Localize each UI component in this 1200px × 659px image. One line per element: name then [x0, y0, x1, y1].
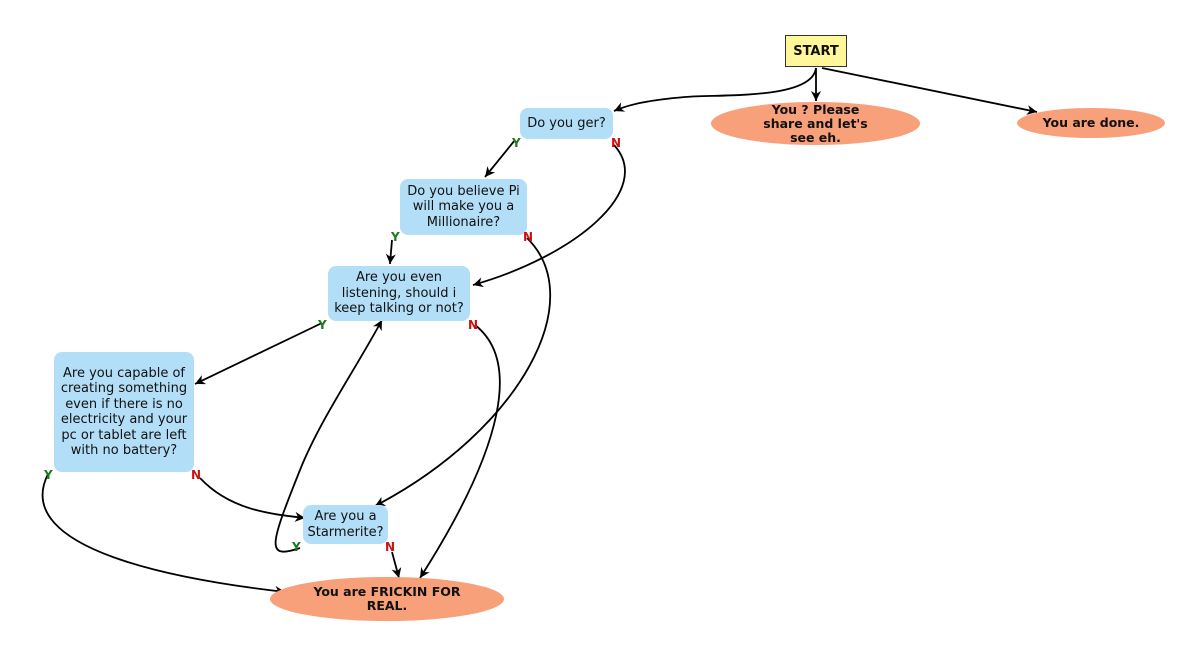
result-real-label: You are FRICKIN FOR REAL. [313, 584, 461, 613]
result-done: You are done. [1017, 108, 1165, 138]
edge-ger-yes-to-pi [484, 139, 516, 178]
edge-start-to-ger [613, 67, 817, 112]
question-listening-label: Are you even listening, should i keep ta… [334, 270, 464, 317]
label-starmerite-yes: Y [292, 540, 301, 554]
edge-starmerite-yes-to-listening [274, 319, 383, 553]
label-ger-yes: Y [512, 136, 521, 150]
question-starmerite-label: Are you a Starmerite? [307, 509, 384, 540]
edge-ger-no-to-listening [472, 144, 626, 288]
edge-start-to-done [821, 67, 1038, 115]
question-pi-label: Do you believe Pi will make you a Millio… [407, 183, 520, 230]
question-listening: Are you even listening, should i keep ta… [328, 266, 470, 321]
label-capable-no: N [191, 468, 202, 482]
label-listening-yes: Y [318, 318, 327, 332]
question-pi: Do you believe Pi will make you a Millio… [400, 179, 527, 235]
edge-capable-yes-to-real [41, 473, 286, 596]
question-capable: Are you capable of creating something ev… [54, 352, 194, 472]
result-done-label: You are done. [1042, 115, 1140, 130]
question-capable-label: Are you capable of creating something ev… [60, 365, 188, 459]
edge-capable-no-to-starmerite [199, 477, 306, 522]
question-ger: Do you ger? [520, 108, 613, 139]
start-label: START [793, 43, 839, 59]
label-starmerite-no: N [385, 540, 396, 554]
label-pi-yes: Y [391, 230, 400, 244]
result-real: You are FRICKIN FOR REAL. [270, 577, 504, 621]
question-starmerite: Are you a Starmerite? [303, 505, 388, 544]
label-ger-no: N [611, 136, 622, 150]
label-listening-no: N [468, 318, 479, 332]
start-node: START [785, 35, 847, 67]
question-ger-label: Do you ger? [527, 115, 606, 131]
edge-pi-no-to-starmerite [374, 237, 552, 507]
label-capable-yes: Y [44, 468, 53, 482]
result-share-label: You ? Please share and let's see eh. [763, 101, 868, 145]
edge-starmerite-no-to-real [391, 551, 402, 579]
result-share: You ? Please share and let's see eh. [711, 102, 920, 145]
edge-listening-no-to-real [419, 324, 501, 579]
edge-listening-yes-to-capable [194, 322, 323, 385]
label-pi-no: N [523, 230, 534, 244]
edge-pi-yes-to-listening [385, 239, 396, 265]
